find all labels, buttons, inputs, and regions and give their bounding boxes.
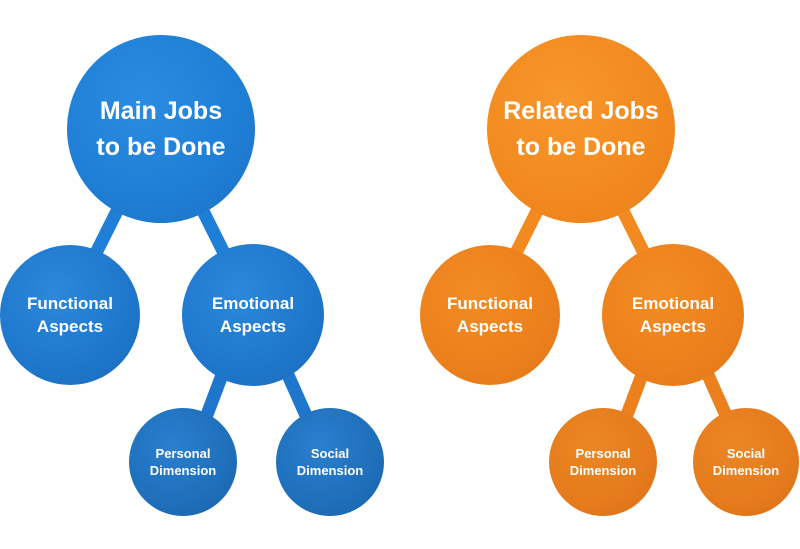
left-functional-aspects-label: Functional Aspects [27,294,113,336]
left-emotional-aspects-node: Emotional Aspects [182,244,324,386]
right-emotional-aspects-label: Emotional Aspects [631,294,715,336]
right-emotional-to-personal-line [618,372,649,423]
left-social-dimension-node: Social Dimension [276,408,384,516]
left-personal-dimension-node: Personal Dimension [129,408,237,516]
right-personal-dimension-label: Personal Dimension [569,446,637,478]
right-root-to-emotional-line [614,202,651,258]
right-social-dimension-label: Social Dimension [712,446,780,478]
right-emotional-aspects-node: Emotional Aspects [602,244,744,386]
right-personal-dimension-node: Personal Dimension [549,408,657,516]
main-jobs-node: Main Jobs to be Done [67,35,255,223]
left-social-dimension-label: Social Dimension [296,446,364,478]
left-root-to-functional-line [89,202,126,258]
right-social-dimension-node: Social Dimension [693,408,799,516]
left-emotional-to-social-line [282,372,314,423]
left-emotional-aspects-label: Emotional Aspects [211,294,295,336]
left-personal-dimension-label: Personal Dimension [149,446,217,478]
related-jobs-node: Related Jobs to be Done [487,35,675,223]
left-functional-aspects-node: Functional Aspects [0,245,140,385]
left-emotional-to-personal-line [198,372,229,423]
right-functional-aspects-node: Functional Aspects [420,245,560,385]
right-root-to-functional-line [509,202,546,258]
main-jobs-label: Main Jobs to be Done [96,97,226,161]
right-functional-aspects-label: Functional Aspects [447,294,533,336]
left-root-to-emotional-line [194,202,231,258]
related-jobs-label: Related Jobs to be Done [503,97,659,161]
